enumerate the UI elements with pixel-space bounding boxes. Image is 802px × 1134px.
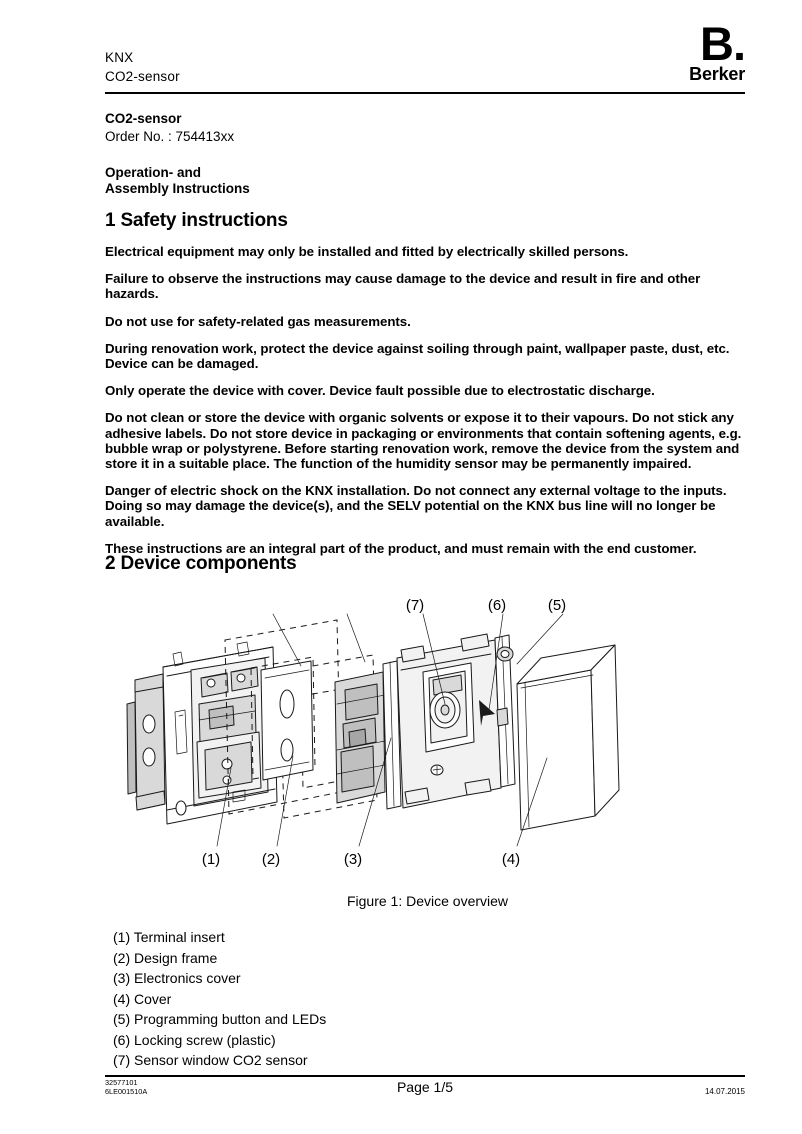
device-exploded-view-drawing: .ln { fill:none; stroke:#1a1a1a; stroke-… <box>126 597 620 868</box>
section-2-heading: 2 Device components <box>105 553 297 574</box>
callout-5: (5) <box>548 597 566 614</box>
callout-7: (7) <box>406 597 424 614</box>
list-item: (1) Terminal insert <box>113 929 225 945</box>
list-item: (4) Cover <box>113 990 172 1007</box>
order-number: Order No. : 754413xx <box>105 129 235 144</box>
list-item: (2) Design frame <box>113 949 218 966</box>
callout-labels: (7) (6) (5) (1) (2) (3) (4) <box>202 597 566 868</box>
section-device-components: 2 Device components <box>105 553 750 575</box>
list-item: (7) Sensor window CO2 sensor <box>113 1052 308 1068</box>
footer-document-ids: 32577101 6LE001510A <box>105 1078 148 1096</box>
figure-device-overview: .ln { fill:none; stroke:#1a1a1a; stroke-… <box>105 592 750 912</box>
callout-4: (4) <box>502 851 520 868</box>
callout-6: (6) <box>488 597 506 614</box>
callout-1: (1) <box>202 851 220 868</box>
berker-logo-name: Berker <box>689 64 745 84</box>
footer-divider <box>105 1075 745 1077</box>
footer-doc-reference: 6LE001510A <box>105 1086 148 1096</box>
safety-paragraph: Do not clean or store the device with or… <box>105 410 742 472</box>
product-title: CO2-sensor <box>105 111 182 126</box>
part-terminal-insert <box>126 641 278 825</box>
subtitle-line-2: Assembly Instructions <box>105 180 250 196</box>
header-text-block: KNX CO2-sensor <box>105 48 180 86</box>
page-header: KNX CO2-sensor B. Berker <box>105 20 746 86</box>
safety-paragraph: Only operate the device with cover. Devi… <box>105 383 655 399</box>
document-subtitle: Operation- and Assembly Instructions <box>105 165 745 196</box>
page-footer: 32577101 6LE001510A Page 1/5 14.07.2015 <box>105 1078 745 1109</box>
section-1-heading: 1 Safety instructions <box>105 210 288 231</box>
berker-logo-mark: B. <box>700 17 746 70</box>
subtitle-line-1: Operation- and <box>105 165 202 180</box>
callout-2: (2) <box>262 851 280 868</box>
header-line-product: CO2-sensor <box>105 69 180 84</box>
callout-leader-lines <box>216 613 564 847</box>
figure-legend-list: (1) Terminal insert (2) Design frame (3)… <box>113 927 613 1071</box>
footer-date: 14.07.2015 <box>704 1087 745 1096</box>
footer-doc-number: 32577101 <box>105 1078 138 1087</box>
title-block: CO2-sensor Order No. : 754413xx <box>105 110 745 146</box>
header-divider <box>105 92 745 94</box>
part-frame-insert <box>260 660 314 781</box>
safety-paragraph: Electrical equipment may only be install… <box>105 244 629 259</box>
footer-page-number: Page 1/5 <box>396 1079 454 1095</box>
part-electronics-cover <box>334 633 516 810</box>
safety-paragraph: Do not use for safety-related gas measur… <box>105 313 411 329</box>
safety-paragraph: Failure to observe the instructions may … <box>105 271 701 302</box>
list-item: (5) Programming button and LEDs <box>113 1011 327 1027</box>
header-line-knx: KNX <box>105 50 134 65</box>
section-safety-instructions: 1 Safety instructions Electrical equipme… <box>105 210 750 556</box>
list-item: (6) Locking screw (plastic) <box>113 1031 276 1048</box>
safety-paragraph: Danger of electric shock on the KNX inst… <box>105 483 727 529</box>
part-cover <box>516 644 620 831</box>
safety-paragraph: During renovation work, protect the devi… <box>105 340 730 372</box>
berker-logo: B. Berker <box>649 17 746 84</box>
callout-3: (3) <box>344 851 362 868</box>
safety-paragraph: These instructions are an integral part … <box>105 540 697 556</box>
list-item: (3) Electronics cover <box>113 970 241 986</box>
figure-caption: Figure 1: Device overview <box>346 893 509 909</box>
